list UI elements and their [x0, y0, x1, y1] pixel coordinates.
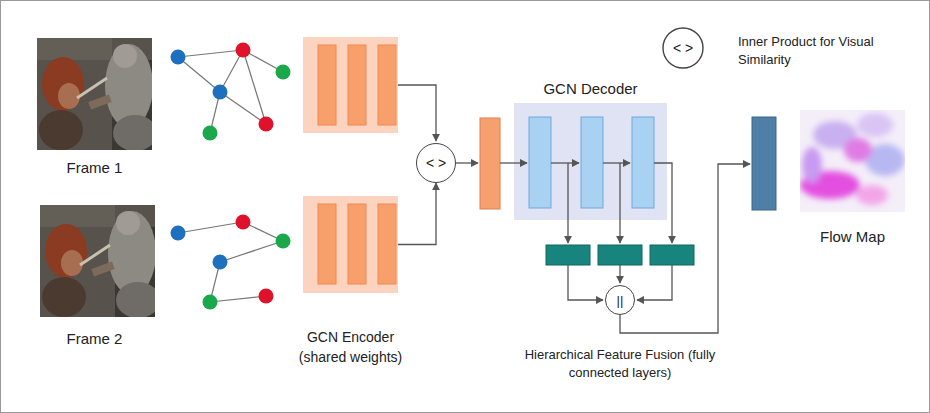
flow-map-picture [856, 185, 888, 205]
encoder-layers [348, 45, 366, 125]
legend-symbol [663, 28, 703, 68]
graph-drawing [178, 50, 243, 57]
caption-text: Flow Map [793, 227, 913, 246]
graph-drawing [178, 222, 243, 233]
flow-wire [500, 162, 527, 163]
graph-vertex [203, 126, 218, 141]
symbol-text: < > [426, 154, 446, 172]
text-holder: Hierarchical Feature Fusion (fully conne… [522, 346, 718, 382]
concat-circle: ||Hierarchical Feature Fusion (fully con… [605, 285, 635, 315]
encoder-layers [303, 37, 398, 293]
graph-drawing [243, 50, 266, 124]
symbol-text: < > [673, 40, 693, 56]
text-holder: Frame 2 [30, 329, 160, 348]
decoder-layers [529, 117, 551, 208]
text-holder: < > [417, 144, 455, 182]
graph-vertex [259, 117, 274, 132]
encoder-layers [378, 204, 396, 284]
graph-vertex [276, 234, 291, 249]
text-holder: || [606, 286, 634, 314]
flow-wire [398, 85, 436, 141]
decoder-layers [632, 117, 654, 208]
legend-text: Inner Product for Visual Similarity [738, 33, 913, 69]
inner-product-circle: < > [416, 143, 456, 183]
encoder-layers [303, 196, 398, 293]
flow-map-picture [844, 138, 872, 162]
feature-layer [598, 245, 642, 265]
caption-text: GCN Encoder (shared weights) [289, 327, 413, 367]
legend-entry: Inner Product for Visual Similarity [738, 33, 913, 69]
flow-map-picture [800, 110, 905, 212]
caption-text: Frame 2 [30, 329, 160, 348]
encoder-layers [318, 45, 336, 125]
flow-map-image: Flow Map [800, 110, 905, 212]
caption-text: Hierarchical Feature Fusion (fully conne… [522, 346, 718, 382]
video-frame-picture [40, 205, 160, 318]
flow-wire [398, 85, 750, 333]
graph-vertex [203, 295, 218, 310]
encoder-layers [378, 45, 396, 125]
graph-vertex [236, 215, 251, 230]
feature-layer [480, 117, 776, 265]
flow-wire [620, 164, 750, 333]
caption-text: Frame 1 [30, 158, 160, 177]
graph-drawing [210, 296, 266, 302]
flow-wire [603, 162, 630, 163]
decoder-layers [514, 103, 667, 220]
graph-drawing [178, 50, 283, 302]
flow-map-picture [800, 113, 905, 205]
text-holder: Frame 1 [30, 158, 160, 177]
flow-wire [619, 163, 620, 243]
flow-wire [619, 265, 620, 283]
graph-vertex [236, 43, 251, 58]
feature-layer [546, 245, 590, 265]
text-holder: GCN Decoder [511, 79, 671, 98]
decoder-panel: GCN Decoder [514, 103, 667, 220]
legend-symbol [663, 28, 703, 68]
flow-wire [456, 162, 478, 163]
frame-image: Frame 2 [37, 203, 152, 314]
symbol-text: || [617, 292, 624, 309]
encoder-layers [303, 37, 398, 133]
frame-image: Frame 1 [37, 38, 152, 150]
graph-vertex [171, 226, 186, 241]
feature-layer [752, 117, 776, 210]
graph-vertex [171, 50, 186, 65]
text-holder: GCN Encoder (shared weights) [289, 327, 413, 367]
decoder-layers [514, 103, 667, 220]
encoder-layers [318, 204, 336, 284]
decoder-layers [581, 117, 603, 208]
graph-vertex [213, 255, 228, 270]
graph-vertex [171, 43, 291, 310]
flow-wire [568, 265, 603, 300]
graph-vertex [259, 289, 274, 304]
flow-wire [637, 265, 672, 300]
flow-map-picture [802, 147, 822, 183]
video-frame-picture [37, 38, 157, 151]
graph-vertex [213, 85, 228, 100]
text-holder: Flow Map [793, 227, 913, 246]
graph-drawing [220, 241, 283, 262]
graph-drawing [178, 57, 220, 92]
flow-wire [654, 163, 672, 243]
graph-drawing [220, 92, 266, 124]
video-frame-picture [37, 38, 160, 318]
flow-wire [551, 162, 579, 163]
flow-wire [567, 163, 568, 243]
feature-layer [650, 245, 694, 265]
flow-map-picture [800, 110, 905, 212]
graph-vertex [276, 65, 291, 80]
flow-map-picture [857, 113, 893, 137]
encoder-layers [348, 204, 366, 284]
connector-arrow [398, 183, 436, 245]
encoder-block: GCN Encoder (shared weights) [303, 196, 398, 293]
feature-layer [480, 118, 500, 209]
symbol-label: < > [663, 28, 703, 68]
caption-text: GCN Decoder [511, 79, 671, 98]
